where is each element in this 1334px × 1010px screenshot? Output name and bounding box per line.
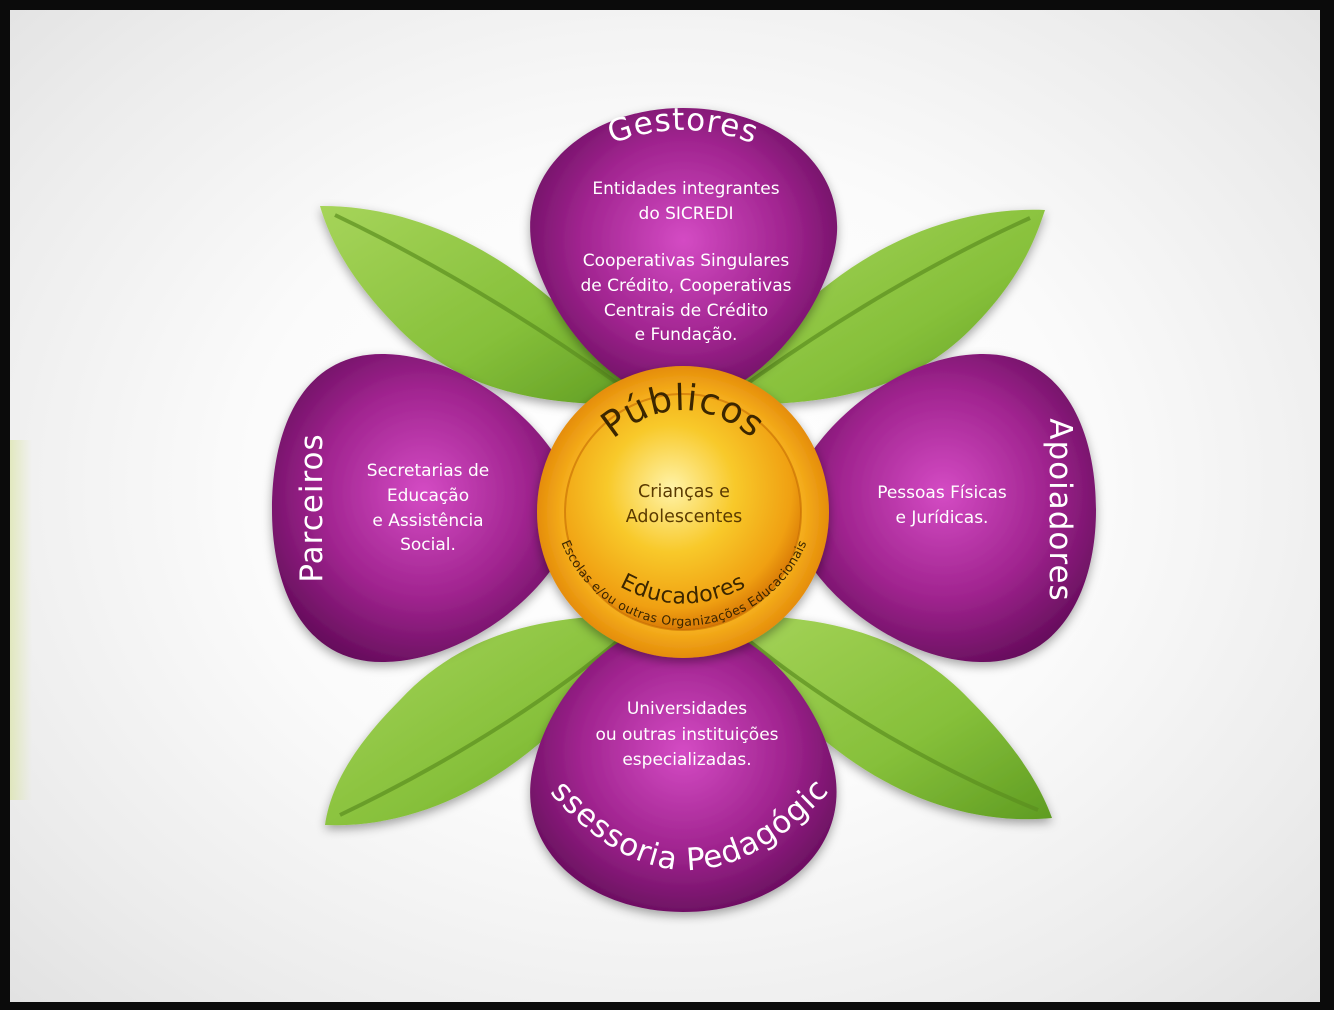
- background-tint: [10, 440, 32, 800]
- petal-top-line-5: Centrais de Crédito: [604, 301, 768, 321]
- leaf-top-right: [720, 209, 1045, 405]
- petal-left-line-1: Secretarias de: [367, 461, 489, 481]
- leaf-top-left: [320, 205, 645, 405]
- petal-bottom: [530, 620, 837, 912]
- leaf-bottom-right: [718, 615, 1052, 820]
- petal-left-line-3: e Assistência: [372, 511, 483, 531]
- petal-top: [530, 108, 838, 402]
- petal-top-line-4: de Crédito, Cooperativas: [580, 276, 791, 296]
- petal-top-line-6: e Fundação.: [635, 325, 738, 345]
- petal-right: [790, 353, 1096, 663]
- petal-right-title: Apoiadores: [1042, 418, 1078, 601]
- petal-left-line-4: Social.: [400, 535, 456, 555]
- petal-bottom-line-1: Universidades: [627, 699, 747, 719]
- petal-bottom-line-2: ou outras instituições: [595, 725, 778, 745]
- petal-left: [272, 353, 575, 663]
- petal-right-line-2: e Jurídicas.: [896, 508, 989, 528]
- center-line-2: Adolescentes: [626, 507, 742, 527]
- petal-left-line-2: Educação: [387, 486, 469, 506]
- center-line-1: Crianças e: [638, 482, 730, 502]
- center-disc: [537, 366, 829, 658]
- petal-left-title: Parceiros: [294, 433, 330, 582]
- petal-top-line-1: Entidades integrantes: [592, 179, 779, 199]
- petal-top-line-3: Cooperativas Singulares: [583, 251, 790, 271]
- leaf-bottom-left: [325, 615, 648, 826]
- petal-top-line-2: do SICREDI: [639, 204, 734, 224]
- petal-right-line-1: Pessoas Físicas: [877, 483, 1007, 503]
- petal-bottom-line-3: especializadas.: [622, 750, 751, 770]
